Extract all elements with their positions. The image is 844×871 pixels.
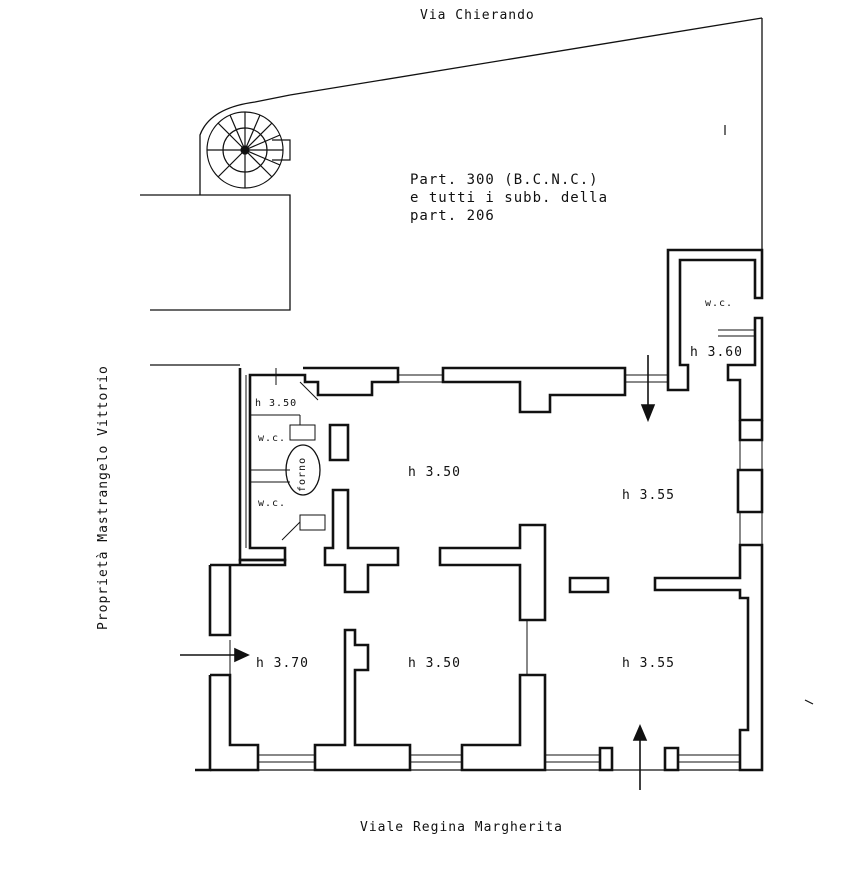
room-label-forno: forno [297,456,308,492]
partitions [229,329,755,675]
street-label-west: Proprietà Mastrangelo Vittorio [96,365,111,630]
spiral-staircase-icon [206,111,291,189]
property-boundary-north [289,17,763,96]
property-boundary-northwest [199,94,291,195]
room-height-355-bottom: h 3.55 [622,656,675,671]
room-height-350-center-bottom: h 3.50 [408,656,461,671]
room-height-370: h 3.70 [256,656,309,671]
room-height-350-wc: h 3.50 [255,398,298,409]
street-label-north: Via Chierando [420,8,535,23]
parcel-note-line-1: Part. 300 (B.C.N.C.) [410,172,599,188]
room-label-wc-left-top: w.c. [258,433,287,444]
oven-icon [285,444,321,496]
street-label-south: Viale Regina Margherita [360,820,564,835]
room-height-360: h 3.60 [690,345,743,360]
room-height-350-center-top: h 3.50 [408,465,461,480]
room-label-wc-top-right: w.c. [705,298,734,309]
walls [195,248,764,772]
survey-marks [724,125,814,705]
room-height-355-top: h 3.55 [622,488,675,503]
entrance-arrows [180,355,656,790]
terrace-outline [140,194,291,311]
parcel-note-line-3: part. 206 [410,208,495,224]
room-label-wc-left-bottom: w.c. [258,498,287,509]
parcel-note-line-2: e tutti i subb. della [410,190,609,206]
